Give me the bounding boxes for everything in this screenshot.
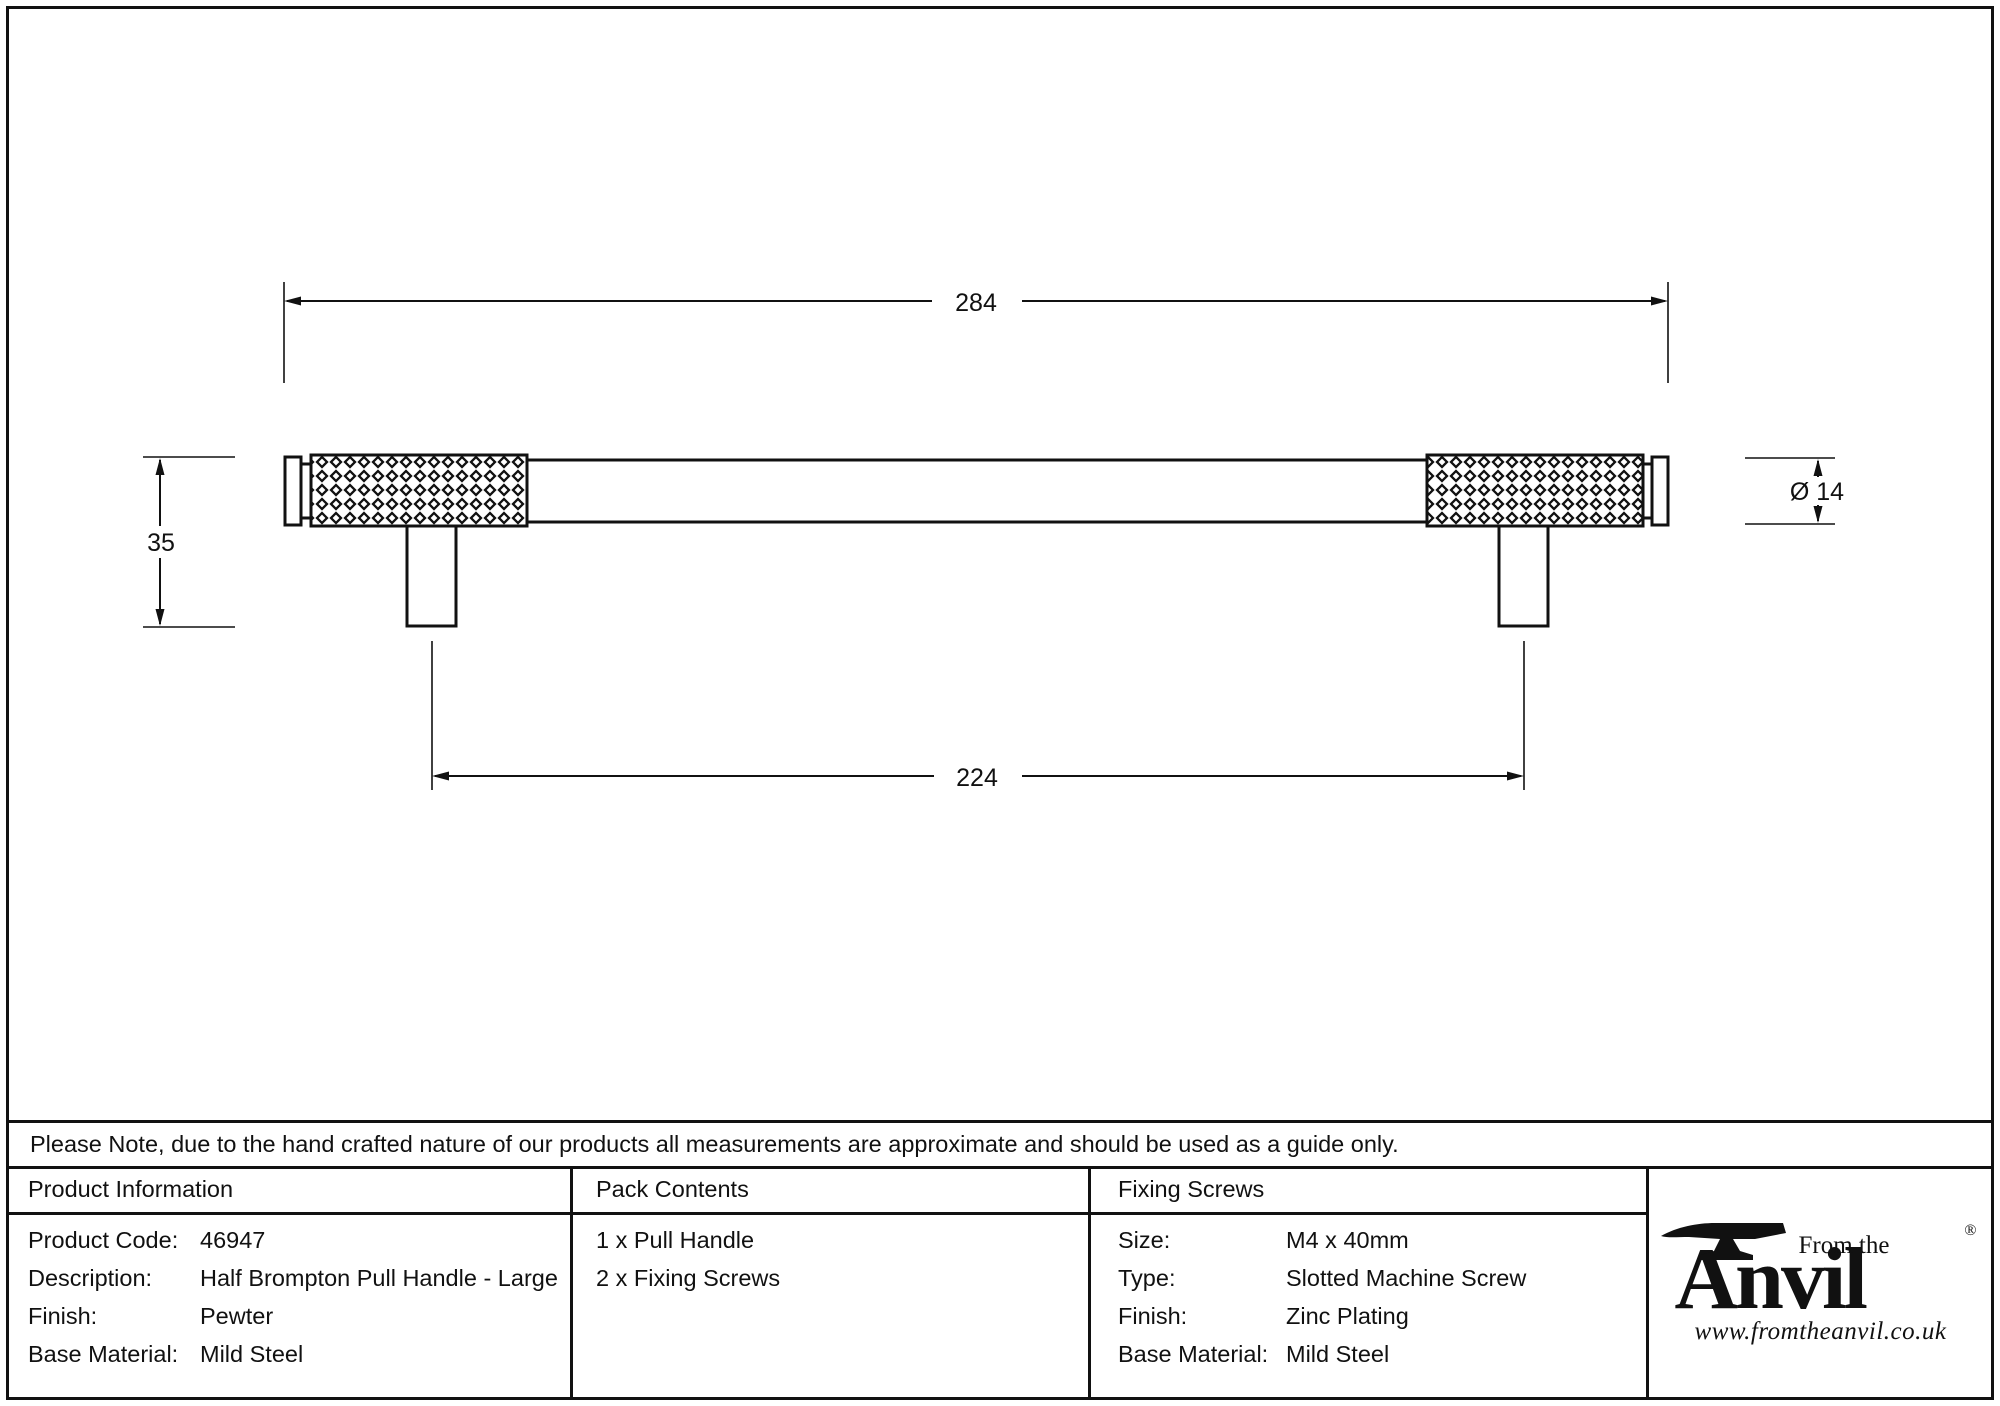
table-row: Finish: Zinc Plating xyxy=(1118,1297,1526,1335)
dim-arrow-right xyxy=(1651,296,1668,306)
table-row: Finish: Pewter xyxy=(28,1297,558,1335)
product-information-cell: Product Code: 46947 Description: Half Br… xyxy=(28,1221,558,1373)
dimension-projection: 35 xyxy=(143,456,235,628)
anvil-icon xyxy=(1660,1222,1786,1260)
list-item: 2 x Fixing Screws xyxy=(596,1265,781,1291)
header-fixing-screws: Fixing Screws xyxy=(1118,1176,1265,1202)
table-row: Product Code: 46947 xyxy=(28,1221,558,1259)
field-label: Finish: xyxy=(28,1303,98,1329)
table-row: Size: M4 x 40mm xyxy=(1118,1221,1526,1259)
dim-label-diameter: Ø 14 xyxy=(1790,478,1844,506)
note-row-top-border xyxy=(6,1120,1994,1123)
table-row: Base Material: Mild Steel xyxy=(28,1335,558,1373)
handle-bar xyxy=(525,458,1429,524)
dim-arrow-left xyxy=(432,771,449,781)
handle-left-end-cap xyxy=(283,455,303,527)
field-value: 46947 xyxy=(200,1227,266,1253)
dim-label-overall-length: 284 xyxy=(955,289,997,317)
pull-handle-drawing xyxy=(283,453,1670,628)
field-value: Half Brompton Pull Handle - Large xyxy=(200,1265,558,1291)
field-value: Mild Steel xyxy=(200,1341,304,1367)
handle-left-knurled-grip xyxy=(309,453,529,528)
field-value: Slotted Machine Screw xyxy=(1286,1265,1527,1291)
field-label: Product Code: xyxy=(28,1227,179,1253)
handle-right-end-cap xyxy=(1650,455,1670,527)
field-label: Size: xyxy=(1118,1227,1171,1253)
header-pack-contents: Pack Contents xyxy=(596,1176,749,1202)
registered-trademark-symbol: ® xyxy=(1964,1221,1977,1239)
dim-arrow-down xyxy=(155,609,165,626)
table-row: Type: Slotted Machine Screw xyxy=(1118,1259,1526,1297)
field-label: Base Material: xyxy=(1118,1341,1269,1367)
measurement-note: Please Note, due to the hand crafted nat… xyxy=(30,1131,1399,1157)
technical-drawing: 284 35 xyxy=(143,282,1852,792)
brand-website: www.fromtheanvil.co.uk xyxy=(1694,1317,1947,1345)
dim-label-projection: 35 xyxy=(147,529,175,557)
header-row-bottom-border xyxy=(6,1212,1648,1215)
brand-logo-cell: Anvil From the ® www.fromtheanvil.co.uk xyxy=(1649,1169,1992,1398)
table-row: Description: Half Brompton Pull Handle -… xyxy=(28,1259,558,1297)
brand-prefix: From the xyxy=(1798,1231,1890,1259)
list-item: 1 x Pull Handle xyxy=(596,1227,755,1253)
dimension-diameter: Ø 14 xyxy=(1745,457,1852,525)
field-value: Zinc Plating xyxy=(1286,1303,1409,1329)
dim-arrow-up xyxy=(1813,459,1823,476)
fixing-screws-cell: Size: M4 x 40mm Type: Slotted Machine Sc… xyxy=(1118,1221,1526,1373)
field-value: Pewter xyxy=(200,1303,274,1329)
from-the-anvil-logo: Anvil From the ® www.fromtheanvil.co.uk xyxy=(1660,1220,1977,1348)
handle-left-fixing-post xyxy=(405,524,458,628)
handle-right-fixing-post xyxy=(1497,524,1550,628)
dimension-fixing-centres: 224 xyxy=(431,641,1525,792)
pack-contents-cell: 1 x Pull Handle 2 x Fixing Screws xyxy=(596,1221,780,1297)
field-label: Base Material: xyxy=(28,1341,179,1367)
column-divider-1 xyxy=(570,1166,573,1398)
dim-arrow-up xyxy=(155,458,165,475)
field-value: M4 x 40mm xyxy=(1286,1227,1409,1253)
field-value: Mild Steel xyxy=(1286,1341,1390,1367)
field-label: Type: xyxy=(1118,1265,1176,1291)
dimension-overall-length: 284 xyxy=(283,282,1669,383)
field-label: Description: xyxy=(28,1265,153,1291)
field-label: Finish: xyxy=(1118,1303,1188,1329)
header-row-top-border xyxy=(6,1166,1994,1169)
handle-right-knurled-grip xyxy=(1425,453,1645,528)
dim-arrow-left xyxy=(284,296,301,306)
column-divider-3 xyxy=(1646,1166,1649,1398)
header-product-information: Product Information xyxy=(28,1176,234,1202)
brand-wordmark: Anvil xyxy=(1674,1230,1868,1328)
dim-arrow-down xyxy=(1813,506,1823,523)
dim-label-fixing-centres: 224 xyxy=(956,764,998,792)
column-divider-2 xyxy=(1088,1166,1091,1398)
table-row: Base Material: Mild Steel xyxy=(1118,1335,1526,1373)
dim-arrow-right xyxy=(1507,771,1524,781)
